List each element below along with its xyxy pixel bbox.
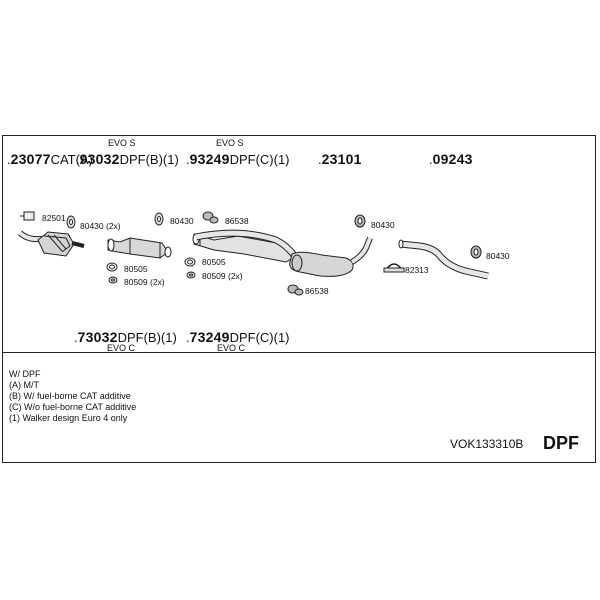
callout-82501: 82501 (42, 213, 66, 223)
reference-number: VOK133310B (450, 437, 524, 451)
callout-82313: 82313 (405, 265, 429, 275)
clamp-80505-b[interactable] (184, 257, 196, 267)
type-label: DPF (543, 433, 579, 453)
notes-legend: W/ DPF (A) M/T (B) W/ fuel-borne CAT add… (9, 369, 136, 424)
clamp-82313[interactable] (383, 263, 405, 273)
note-line: (B) W/ fuel-borne CAT additive (9, 391, 131, 401)
diagram-frame (2, 135, 596, 463)
callout-80430-d: 80430 (486, 251, 510, 261)
callout-80509-a: 80509 (2x) (124, 277, 165, 287)
note-line: (1) Walker design Euro 4 only (9, 413, 128, 423)
hanger-86538-a[interactable] (202, 211, 219, 224)
callout-80430-2x: 80430 (2x) (80, 221, 121, 231)
gasket-80430-a[interactable] (66, 215, 76, 229)
clamp-80505-a[interactable] (106, 262, 118, 272)
gasket-80430-b[interactable] (154, 212, 164, 226)
hanger-86538-b[interactable] (287, 284, 304, 296)
callout-80430-c: 80430 (371, 220, 395, 230)
hanger-80430-c[interactable] (354, 214, 366, 228)
callout-80509-b: 80509 (2x) (202, 271, 243, 281)
bolt-80509-a[interactable] (108, 276, 118, 284)
part-code-93032[interactable]: .93032DPF(B)(1) (76, 151, 179, 167)
middle-silencer-23101[interactable] (195, 229, 373, 277)
bolt-80509-b[interactable] (186, 271, 196, 279)
evo-label-bottom-2: EVO C (217, 343, 246, 353)
part-code-93249[interactable]: .93249DPF(C)(1) (186, 151, 290, 167)
dpf-part-93032[interactable] (107, 237, 172, 259)
note-line: (C) W/o fuel-borne CAT additive (9, 402, 137, 412)
catalyst-part[interactable] (18, 230, 85, 257)
part-code-23077[interactable]: .23077CAT(A) (7, 151, 93, 167)
evo-label-bottom-1: EVO C (107, 343, 136, 353)
callout-80505-a: 80505 (124, 264, 148, 274)
part-code-23101[interactable]: .23101 (318, 151, 362, 167)
note-line: (A) M/T (9, 380, 39, 390)
callout-86538-a: 86538 (225, 216, 249, 226)
callout-80505-b: 80505 (202, 257, 226, 267)
evo-label-top-2: EVO S (216, 138, 244, 148)
part-code-73249[interactable]: .73249DPF(C)(1) (186, 329, 290, 345)
callout-86538-b: 86538 (305, 286, 329, 296)
rear-pipe-09243[interactable] (398, 239, 489, 280)
callout-80430-b: 80430 (170, 216, 194, 226)
evo-label-top-1: EVO S (108, 138, 136, 148)
note-line: W/ DPF (9, 369, 41, 379)
part-code-09243[interactable]: .09243 (429, 151, 473, 167)
bracket-82501[interactable] (20, 211, 35, 221)
hanger-80430-d[interactable] (470, 245, 482, 259)
notes-divider (2, 352, 596, 353)
part-code-73032[interactable]: .73032DPF(B)(1) (74, 329, 177, 345)
